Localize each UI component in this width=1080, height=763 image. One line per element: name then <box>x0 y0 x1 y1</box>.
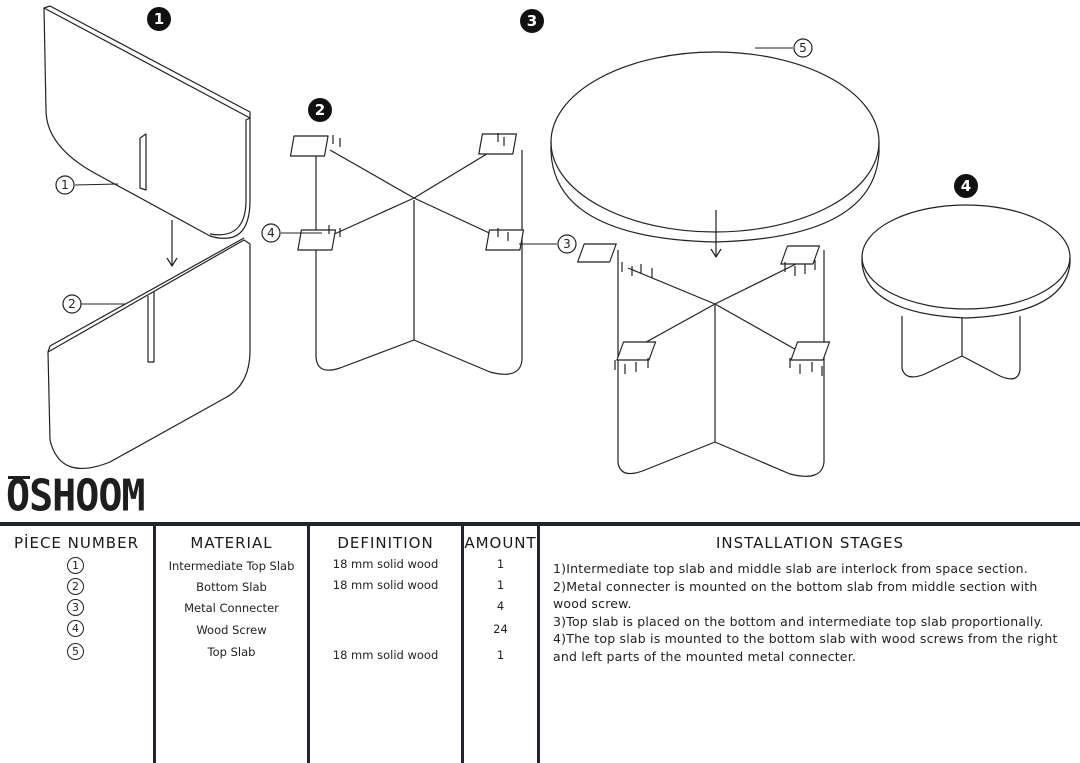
callout-2: 2 <box>62 294 125 314</box>
table-top-border <box>0 522 1080 526</box>
material-cell: Intermediate Top Slab <box>168 559 295 573</box>
amount-cell: 1 <box>496 648 505 662</box>
amount-cell: 1 <box>496 557 505 571</box>
finished-table <box>861 204 1071 380</box>
callout-number-5: 5 <box>799 41 807 55</box>
material-cell: Top Slab <box>207 645 256 659</box>
logo-overline <box>8 476 30 479</box>
header-amount: AMOUNT <box>464 534 537 552</box>
step-badge-4: 4 <box>954 174 978 198</box>
stage-3: 3)Top slab is placed on the bottom and i… <box>553 613 1044 629</box>
top-slab-piece <box>550 51 880 243</box>
step-number-1: 1 <box>154 10 164 28</box>
piece-number-1: 1 <box>67 557 84 574</box>
column-divider <box>537 526 540 763</box>
cross-base-with-connectors <box>289 133 525 375</box>
amount-cell: 1 <box>496 578 505 592</box>
definition-cell: 18 mm solid wood <box>332 557 439 571</box>
definition-cell: 18 mm solid wood <box>332 578 439 592</box>
stage-4: 4)The top slab is mounted to the bottom … <box>553 631 1058 664</box>
stage-2: 2)Metal connecter is mounted on the bott… <box>553 578 1038 612</box>
callout-number-3: 3 <box>563 237 571 251</box>
piece-number-4: 4 <box>67 620 84 637</box>
callout-1: 1 <box>55 175 119 195</box>
callout-3: 3 <box>519 234 577 254</box>
callout-number-4: 4 <box>267 226 275 240</box>
amount-cell: 24 <box>493 622 508 636</box>
amount-cell: 4 <box>496 599 505 613</box>
step-number-2: 2 <box>315 101 325 119</box>
assembly-arrow-3 <box>710 210 722 258</box>
step-badge-2: 2 <box>308 98 332 122</box>
screws-step-2 <box>328 133 509 241</box>
assembly-arrow-1 <box>166 220 178 267</box>
cross-base-step-3 <box>577 243 831 477</box>
callout-4: 4 <box>261 223 322 243</box>
step-number-4: 4 <box>961 177 971 195</box>
step-number-3: 3 <box>527 12 537 30</box>
piece-number-3: 3 <box>67 599 84 616</box>
assembly-drawing: 1 2 3 4 1 2 <box>43 5 1071 477</box>
header-material: MATERIAL <box>190 534 273 552</box>
callout-5: 5 <box>755 38 813 58</box>
installation-stages-text: 1)Intermediate top slab and middle slab … <box>553 560 1075 665</box>
header-installation-stages: INSTALLATION STAGES <box>715 534 905 552</box>
stage-1: 1)Intermediate top slab and middle slab … <box>553 561 1028 576</box>
material-cell: Bottom Slab <box>196 580 267 594</box>
callout-number-1: 1 <box>61 178 69 192</box>
material-cell: Wood Screw <box>196 623 267 637</box>
material-cell: Metal Connecter <box>184 601 279 615</box>
header-piece-number: PİECE NUMBER <box>14 534 139 552</box>
column-divider <box>153 526 156 763</box>
callout-number-2: 2 <box>68 297 76 311</box>
bottom-slab-piece <box>47 237 251 470</box>
definition-cell: 18 mm solid wood <box>332 648 439 662</box>
column-divider <box>461 526 464 763</box>
step-badge-1: 1 <box>147 7 171 31</box>
piece-number-5: 5 <box>67 643 84 660</box>
column-divider <box>307 526 310 763</box>
brand-logo: OSHOOM <box>6 470 145 522</box>
step-badge-3: 3 <box>520 9 544 33</box>
screws-step-3 <box>614 260 823 376</box>
header-definition: DEFINITION <box>337 534 434 552</box>
piece-number-2: 2 <box>67 578 84 595</box>
intermediate-top-slab-piece <box>43 5 251 239</box>
